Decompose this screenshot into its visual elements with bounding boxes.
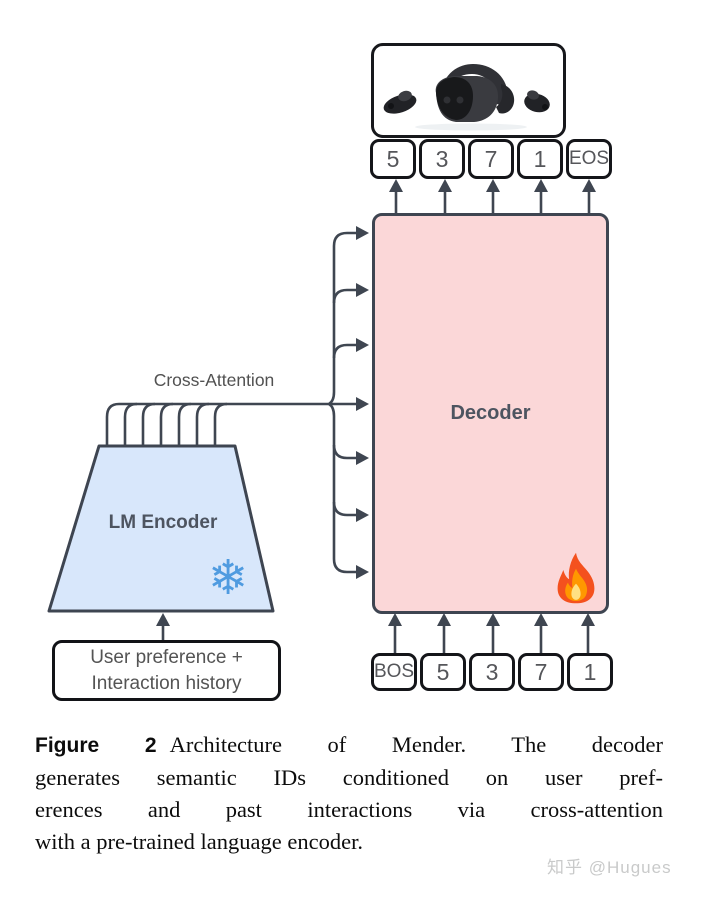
output-token: 3 — [419, 139, 465, 179]
watermark: 知乎 @Hugues — [547, 858, 672, 877]
snowflake-icon: ❄ — [208, 550, 249, 606]
output-token: 7 — [468, 139, 514, 179]
headset-body-icon — [435, 63, 514, 122]
lm-encoder-shape — [47, 444, 275, 613]
output-token: 1 — [517, 139, 563, 179]
caption-text: Architecture of Mender. The decoder — [169, 732, 664, 757]
decoder-output-arrows — [389, 179, 596, 213]
item-image-box — [371, 43, 566, 138]
figure-caption: Figure 2 Architecture of Mender. The deco… — [35, 729, 663, 858]
output-token-row: 5 3 7 1 EOS — [370, 139, 612, 179]
fire-icon — [557, 552, 595, 604]
caption-line: with a pre-trained language encoder. — [35, 829, 363, 854]
decoder-label: Decoder — [450, 402, 531, 424]
caption-line: generates semantic IDs conditioned on us… — [35, 765, 663, 790]
output-token: 5 — [370, 139, 416, 179]
output-token-eos: EOS — [566, 139, 612, 179]
decoder-box: Decoder — [372, 213, 609, 614]
input-token: 1 — [567, 653, 613, 691]
cross-attention-label: Cross-Attention — [153, 370, 275, 390]
cross-attention-branches — [328, 226, 369, 579]
left-controller-icon — [383, 90, 416, 114]
input-token: 5 — [420, 653, 466, 691]
input-token: 7 — [518, 653, 564, 691]
lm-encoder-label: LM Encoder — [108, 512, 218, 533]
user-input-box: User preference + Interaction history — [52, 640, 281, 701]
caption-line: Figure 2 Architecture of Mender. The deco… — [35, 729, 663, 762]
decoder-input-arrows — [388, 613, 595, 653]
input-token: 3 — [469, 653, 515, 691]
caption-figure-label: Figure 2 — [35, 734, 157, 757]
user-input-line1: User preference + — [90, 646, 243, 668]
vr-headset-image — [375, 47, 562, 134]
right-controller-icon — [523, 89, 550, 112]
cross-attention-comb — [105, 397, 369, 446]
caption-line: erences and past interactions via cross-… — [35, 797, 663, 822]
input-token-row: BOS 5 3 7 1 — [371, 653, 613, 691]
input-token-bos: BOS — [371, 653, 417, 691]
user-input-line2: Interaction history — [91, 672, 242, 694]
diagram-connectors — [47, 179, 596, 653]
